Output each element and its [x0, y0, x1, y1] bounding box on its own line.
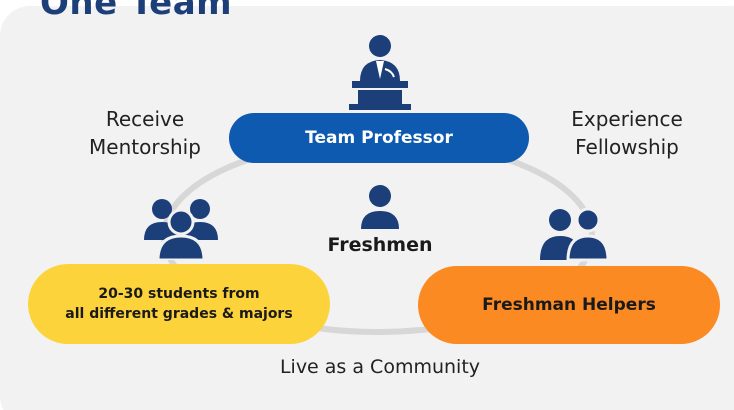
live-as-community-label: Live as a Community — [279, 356, 481, 378]
person-icon — [361, 185, 399, 229]
group-three-people-icon — [144, 199, 218, 260]
freshmen-label: Freshmen — [327, 234, 433, 256]
experience-fellowship-label: Experience Fellowship — [571, 107, 683, 159]
podium-speaker-icon — [349, 35, 411, 110]
diagram-title: One Team — [40, 0, 233, 23]
team-professor-node: Team Professor — [229, 113, 529, 163]
receive-mentorship-label: Receive Mentorship — [89, 107, 201, 159]
students-node: 20-30 students from all different grades… — [28, 264, 330, 344]
two-people-icon — [540, 207, 610, 262]
freshman-helpers-node: Freshman Helpers — [418, 266, 720, 344]
